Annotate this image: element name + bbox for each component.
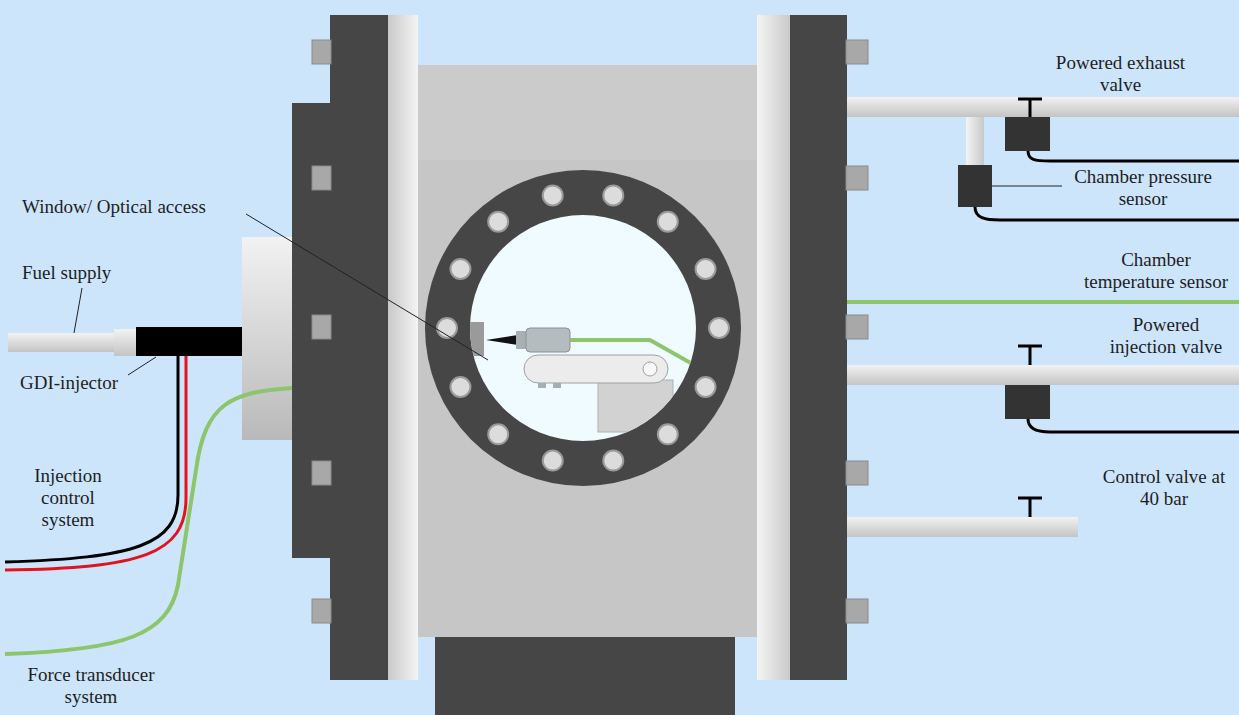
leader-line <box>246 214 488 360</box>
fuel-fitting <box>114 329 138 356</box>
injector-holder <box>242 237 294 440</box>
bolt-head <box>846 166 868 190</box>
part-label: Powered exhaust valve <box>1048 52 1193 96</box>
window-bolt <box>488 212 508 232</box>
part-label: Force transducer system <box>16 664 166 708</box>
bolt-head <box>312 40 331 64</box>
part-label: Control valve at 40 bar <box>1093 466 1235 510</box>
window-bolt <box>658 424 678 444</box>
window-bolt <box>603 451 623 471</box>
left-flange <box>330 15 390 680</box>
force-transducer <box>526 328 570 352</box>
gdi-injector <box>136 327 242 356</box>
window-bolt <box>488 424 508 444</box>
bolt-head <box>312 315 331 339</box>
window-bolt <box>696 377 716 397</box>
valve-handle <box>1018 99 1042 117</box>
left-flange-face <box>388 15 418 680</box>
control-wire <box>5 356 186 570</box>
leader-line <box>128 357 156 375</box>
bolt-head <box>312 461 331 485</box>
window-glass <box>470 215 696 441</box>
chamber-body <box>417 65 772 637</box>
adapter-plate <box>292 103 334 558</box>
injection-valve-actuator <box>1005 385 1050 419</box>
right-flange <box>790 15 847 680</box>
part-label: Window/ Optical access <box>22 196 206 218</box>
valve-handle <box>1018 498 1042 517</box>
window-bolts <box>437 185 729 470</box>
window-bolt <box>543 451 563 471</box>
bolt-head <box>846 40 868 64</box>
fuel-pipe <box>8 333 118 352</box>
valve-handle <box>1018 346 1042 365</box>
control-pipe <box>847 517 1078 537</box>
bolt-head <box>312 166 331 190</box>
window-bolt <box>450 377 470 397</box>
window-bolt <box>696 259 716 279</box>
exhaust-valve-actuator <box>1005 117 1050 151</box>
bolt-head <box>846 599 868 623</box>
support-block <box>598 380 673 432</box>
injector-tip <box>486 335 518 345</box>
valve-wire <box>1028 151 1239 161</box>
sensor-wire <box>975 207 1239 220</box>
transducer-mount <box>524 355 668 383</box>
transducer-cable <box>5 388 292 654</box>
part-label: Chamber temperature sensor <box>1080 249 1232 293</box>
stand <box>435 630 735 715</box>
leader-line <box>992 186 1062 187</box>
mount-foot <box>553 383 561 388</box>
flange-bolts <box>312 40 868 623</box>
injection-pipe <box>847 365 1239 385</box>
window-flange <box>425 170 741 486</box>
temperature-sensor-line <box>847 300 1239 304</box>
part-label: Chamber pressure sensor <box>1064 166 1222 210</box>
chamber-top <box>417 65 772 160</box>
mount-screw <box>643 362 657 376</box>
leader-line <box>74 288 82 333</box>
part-label: GDI-injector <box>20 372 118 394</box>
mount-foot <box>538 383 546 388</box>
window-contents <box>470 322 710 432</box>
valve-wire <box>1028 419 1239 432</box>
right-flange-face <box>757 15 791 680</box>
bolt-head <box>846 315 868 339</box>
bolt-head <box>846 461 868 485</box>
part-label: Injection control system <box>18 465 118 531</box>
window-bolt <box>709 318 729 338</box>
window-bolt <box>450 259 470 279</box>
part-label: Powered injection valve <box>1100 314 1232 358</box>
exhaust-pipe <box>847 97 1239 117</box>
window-bolt <box>543 185 563 205</box>
bolt-head <box>312 599 331 623</box>
pressure-sensor <box>958 165 992 207</box>
window-bolt <box>658 212 678 232</box>
window-bolt <box>603 185 623 205</box>
injector-nozzle <box>516 331 526 349</box>
sensor-stub <box>966 117 984 167</box>
part-label: Fuel supply <box>22 262 111 284</box>
control-wire <box>5 356 178 562</box>
